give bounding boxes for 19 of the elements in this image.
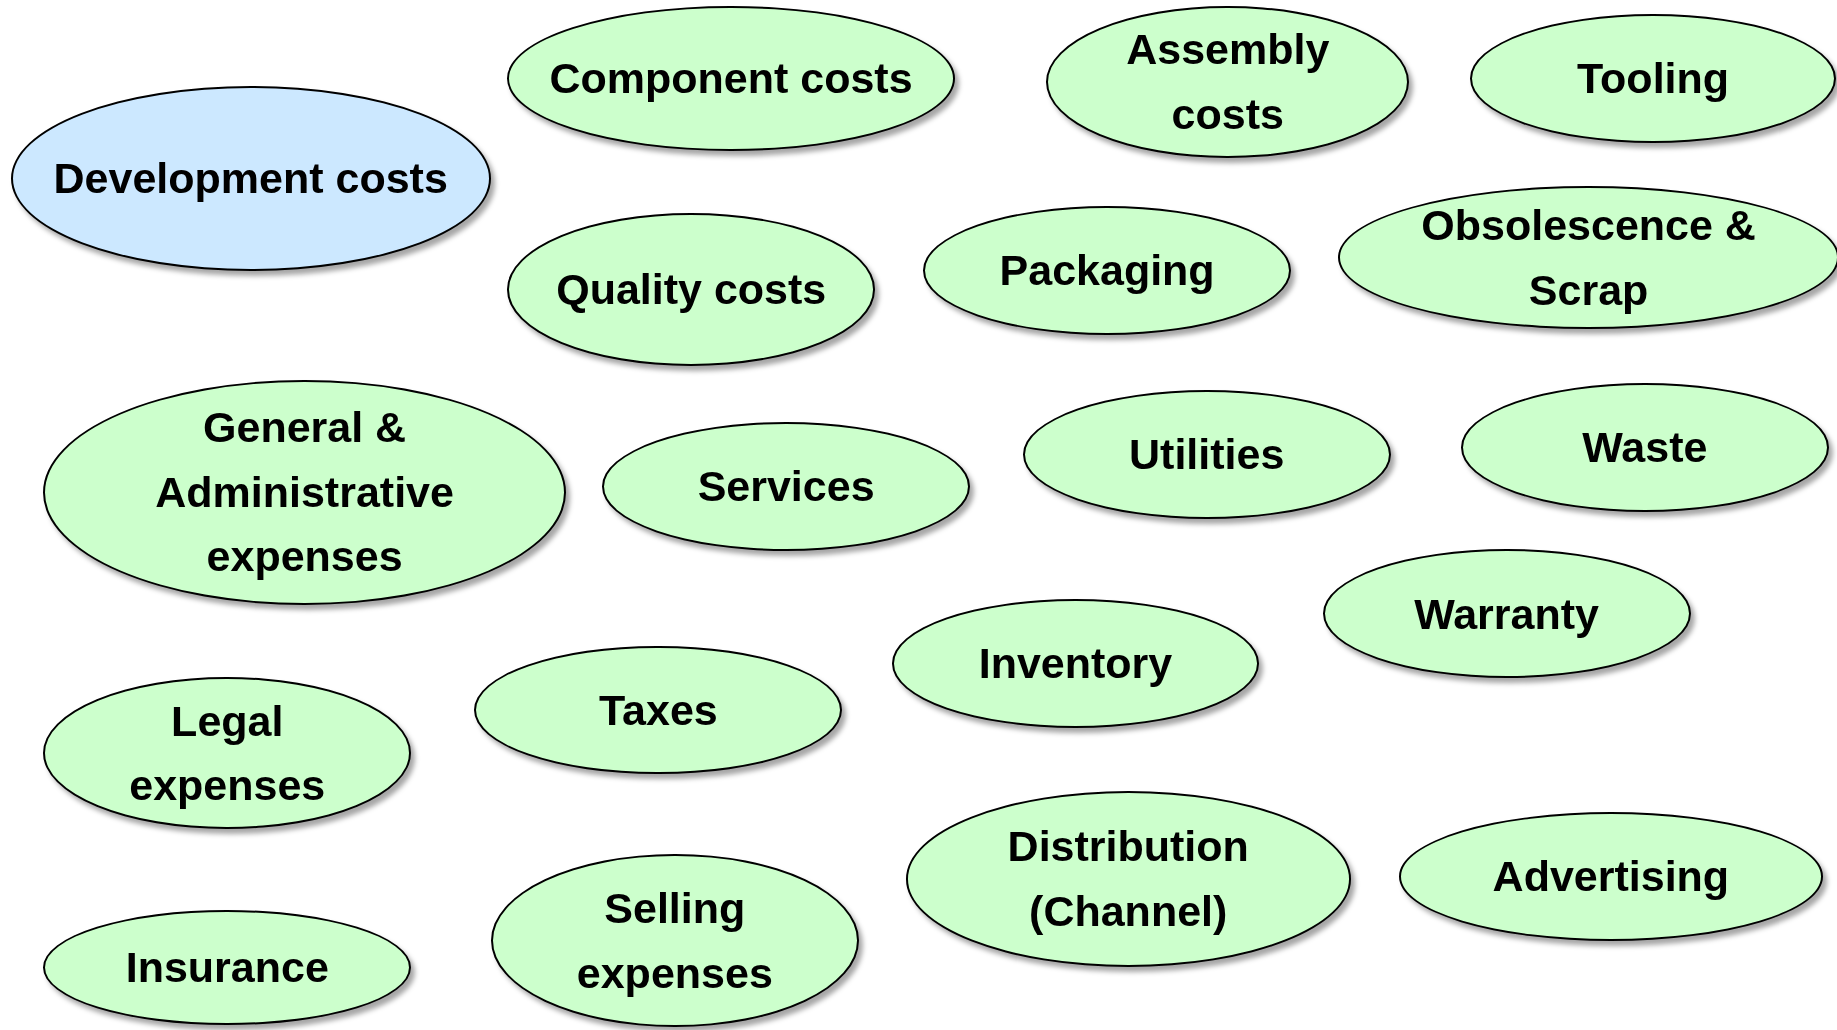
node-label: Component costs bbox=[548, 53, 914, 105]
node-label: Selling expenses bbox=[575, 883, 774, 999]
node-label: Tooling bbox=[1576, 53, 1731, 105]
node-label: Services bbox=[696, 460, 876, 512]
node-label: Legal expenses bbox=[128, 695, 327, 812]
node-label: Waste bbox=[1581, 422, 1709, 474]
node-label: Inventory bbox=[977, 637, 1174, 689]
node-label: Taxes bbox=[598, 684, 719, 736]
node-label: Insurance bbox=[124, 942, 330, 994]
node-label: Advertising bbox=[1491, 851, 1731, 903]
node-label: General & Administrative expenses bbox=[154, 402, 455, 583]
node-label: Warranty bbox=[1413, 588, 1600, 640]
node-label: Utilities bbox=[1128, 429, 1286, 481]
node-label: Quality costs bbox=[555, 264, 828, 316]
node-label: Distribution (Channel) bbox=[1006, 821, 1250, 937]
node-label: Obsolescence & Scrap bbox=[1420, 200, 1757, 316]
node-label: Packaging bbox=[998, 245, 1216, 297]
node-label: Assembly costs bbox=[1125, 24, 1331, 140]
node-label: Development costs bbox=[52, 152, 449, 204]
